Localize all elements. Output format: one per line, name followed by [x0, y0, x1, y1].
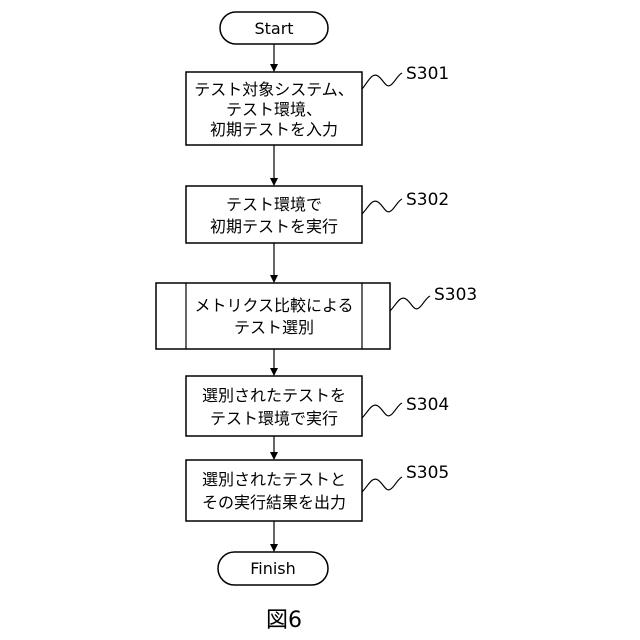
leader-s305 [362, 477, 402, 492]
step-s301: テスト対象システム、 テスト環境、 初期テストを入力 [186, 72, 362, 145]
step-s301-id: S301 [406, 64, 449, 84]
finish-label: Finish [250, 559, 296, 578]
step-s303-line-2: テスト選別 [234, 318, 314, 337]
step-s303-id: S303 [434, 285, 477, 305]
step-s302-id: S302 [406, 190, 449, 210]
step-s305-id: S305 [406, 463, 449, 483]
figure-caption: 図6 [266, 608, 302, 633]
start-terminal: Start [220, 12, 328, 44]
leader-s303 [390, 296, 430, 311]
step-s302-line-2: 初期テストを実行 [210, 217, 338, 236]
leader-s304 [362, 403, 402, 418]
step-s305-line-1: 選別されたテストと [202, 470, 346, 489]
step-s301-line-2: テスト環境、 [226, 100, 322, 119]
step-s304-line-2: テスト環境で実行 [210, 409, 338, 428]
step-s301-line-1: テスト対象システム、 [194, 80, 354, 99]
step-s304-id: S304 [406, 395, 449, 415]
start-label: Start [254, 19, 293, 38]
finish-terminal: Finish [218, 552, 328, 585]
step-s302: テスト環境で 初期テストを実行 [186, 186, 362, 243]
leader-s301 [362, 73, 402, 89]
step-s301-line-3: 初期テストを入力 [210, 120, 338, 139]
step-s303-line-1: メトリクス比較による [194, 296, 353, 315]
step-s304-line-1: 選別されたテストを [202, 386, 346, 405]
step-s304: 選別されたテストを テスト環境で実行 [186, 376, 362, 436]
step-s303: メトリクス比較による テスト選別 [156, 283, 390, 349]
step-s305-line-2: その実行結果を出力 [202, 493, 346, 512]
step-s305: 選別されたテストと その実行結果を出力 [186, 460, 362, 521]
step-s302-line-1: テスト環境で [226, 195, 322, 214]
leader-s302 [362, 199, 402, 214]
